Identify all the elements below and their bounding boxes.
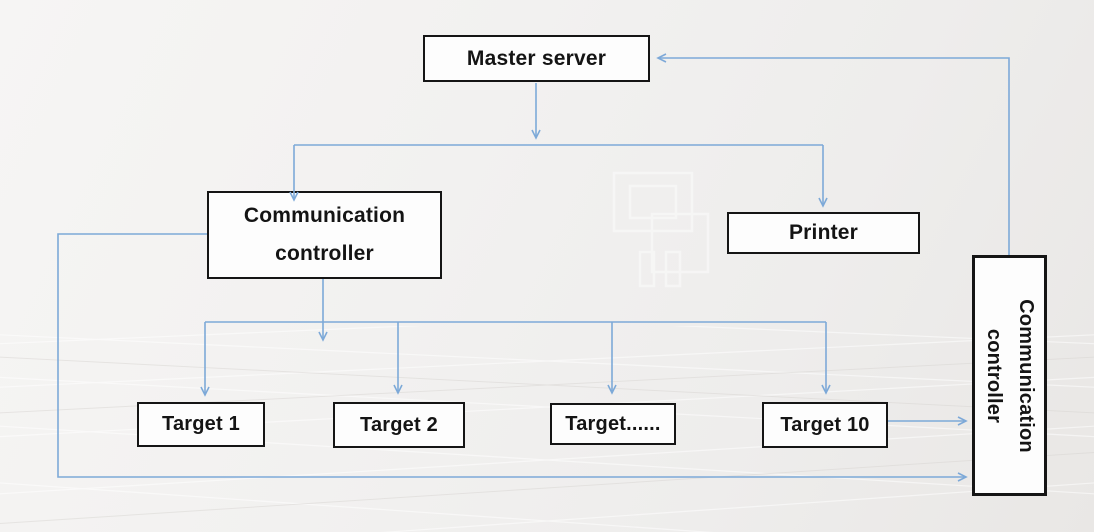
node-target-1: Target 1 (137, 402, 265, 447)
node-printer-label: Printer (788, 221, 859, 244)
node-target-1-label: Target 1 (162, 413, 240, 435)
node-communication-controller-left-line2: controller (275, 242, 374, 265)
node-printer: Printer (727, 212, 920, 254)
node-target-10: Target 10 (762, 402, 888, 448)
node-communication-controller-right-text: Communication controller (978, 299, 1042, 453)
node-communication-controller-left-line1: Communication (243, 204, 406, 227)
watermark-ghost-icon (612, 171, 710, 288)
node-target-10-label: Target 10 (780, 413, 870, 436)
node-master-server-label: Master server (466, 46, 607, 70)
node-communication-controller-left: Communication controller (207, 191, 442, 279)
node-communication-controller-right-line1: Communication (1014, 298, 1037, 453)
node-target-ellipsis-label: Target...... (565, 412, 661, 435)
node-communication-controller-right: Communication controller (972, 255, 1047, 496)
node-target-ellipsis: Target...... (550, 403, 676, 445)
node-target-2-label: Target 2 (360, 413, 438, 436)
node-master-server: Master server (423, 35, 650, 82)
node-communication-controller-right-line2: controller (982, 328, 1005, 423)
node-target-2: Target 2 (333, 402, 465, 448)
